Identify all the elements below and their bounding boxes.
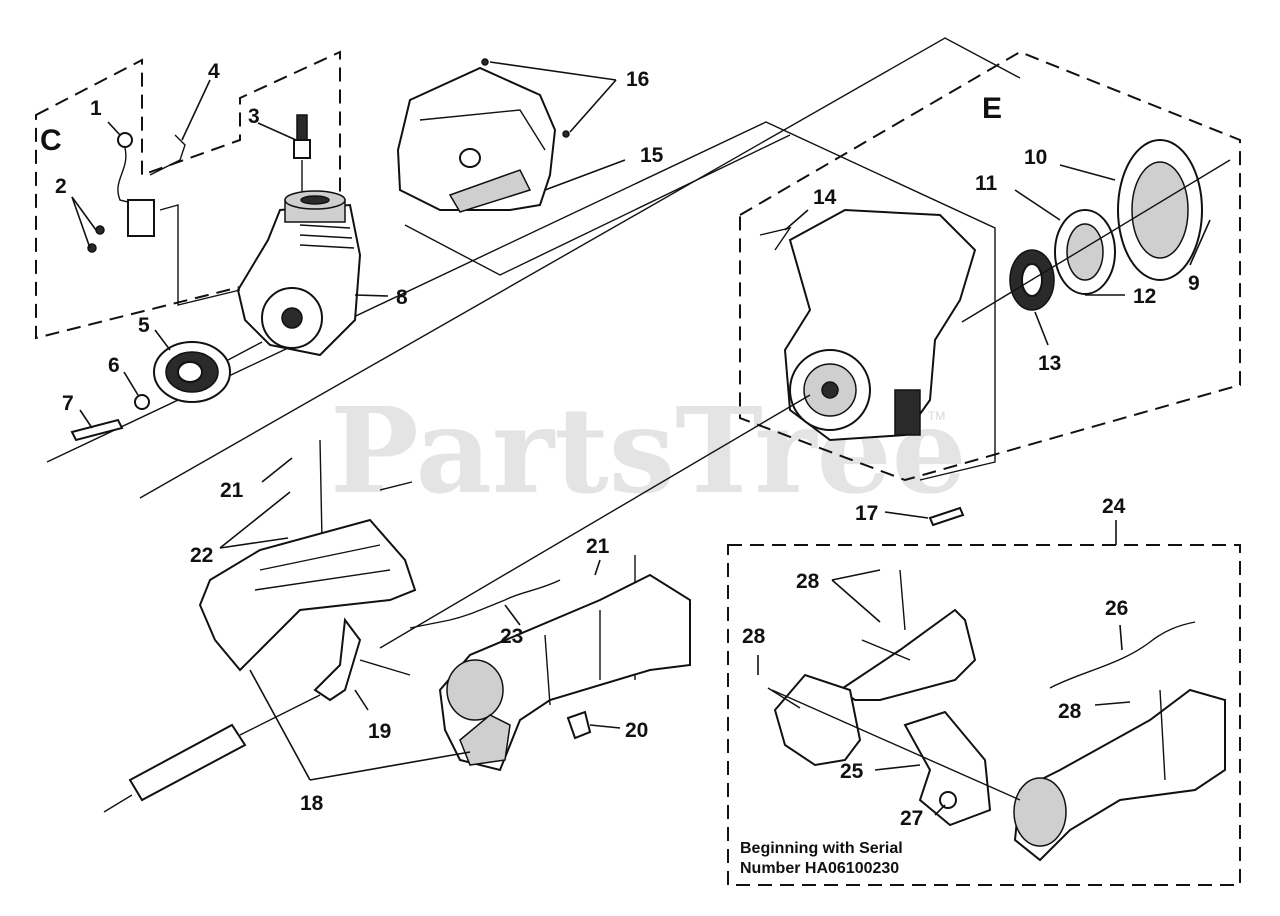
callout-24: 24	[1102, 495, 1126, 518]
callout-4: 4	[208, 60, 220, 83]
group-e-outline	[739, 50, 1241, 482]
watermark-trademark: TM	[928, 409, 945, 423]
section-label-c: C	[40, 124, 62, 157]
callout-22: 22	[190, 544, 213, 567]
upper-shroud-part	[396, 58, 570, 213]
engine-block-part	[236, 190, 362, 357]
callout-28-top: 28	[796, 570, 820, 593]
engine-assembly-plane	[46, 121, 996, 481]
callout-9: 9	[1188, 272, 1200, 295]
callout-2: 2	[55, 175, 67, 198]
throttle-bracket-part	[313, 617, 411, 702]
callout-15: 15	[640, 144, 664, 167]
inset-upper-housing-part	[838, 569, 977, 701]
callout-13: 13	[1038, 352, 1061, 375]
group-24-outline	[727, 544, 1241, 886]
serial-note-line2: Number HA06100230	[740, 860, 899, 877]
callout-14: 14	[813, 186, 837, 209]
callout-12: 12	[1133, 285, 1156, 308]
serial-note-line1: Beginning with Serial	[740, 840, 903, 857]
callout-26: 26	[1105, 597, 1128, 620]
screw-axis-21a	[319, 439, 323, 541]
cable-part	[409, 579, 561, 629]
leader-lines	[71, 61, 1211, 816]
callout-23: 23	[500, 625, 523, 648]
callout-6: 6	[108, 354, 120, 377]
callout-21-right: 21	[586, 535, 610, 558]
housing-bolt-part	[928, 506, 965, 527]
callout-19: 19	[368, 720, 391, 743]
inset-washer-part	[939, 791, 957, 809]
callout-3: 3	[248, 105, 260, 128]
spark-plug-part	[293, 114, 311, 200]
callout-11: 11	[975, 172, 998, 195]
callout-28-right: 28	[1058, 700, 1082, 723]
callout-21-left: 21	[220, 479, 244, 502]
shaft-bolt-part	[70, 418, 124, 442]
inset-lower-housing-part	[767, 673, 862, 767]
engine-housing-part	[759, 208, 977, 442]
washer-part	[134, 394, 150, 410]
ignition-module-part	[87, 132, 241, 306]
callout-18: 18	[300, 792, 324, 815]
inset-drive-head-part	[1013, 688, 1226, 862]
clutch-housing-part	[438, 573, 691, 772]
callout-25: 25	[840, 760, 864, 783]
callout-28-left: 28	[742, 625, 766, 648]
callout-8: 8	[396, 286, 408, 309]
boom-assembly-plane	[379, 394, 811, 649]
starter-pulley-part	[1054, 209, 1116, 295]
callout-17: 17	[855, 502, 878, 525]
callout-5: 5	[138, 314, 150, 337]
flywheel-part	[153, 341, 263, 403]
lower-housing-part	[198, 481, 417, 672]
inset-cable-part	[1049, 621, 1196, 689]
drive-tube-part	[103, 694, 321, 813]
group-c-outline	[35, 50, 341, 340]
callout-10: 10	[1024, 146, 1047, 169]
callout-20: 20	[625, 719, 648, 742]
callout-1: 1	[90, 97, 102, 120]
starter-cover-part	[1117, 139, 1203, 281]
engine-upper-plane	[139, 37, 1021, 499]
callout-16: 16	[626, 68, 649, 91]
inset-assembly-axis	[771, 689, 1021, 801]
shroud-plane	[404, 134, 791, 276]
callout-27: 27	[900, 807, 923, 830]
section-label-e: E	[982, 92, 1002, 125]
starter-axis-line	[961, 159, 1231, 323]
callout-7: 7	[62, 392, 74, 415]
boom-screw-part	[566, 710, 592, 740]
